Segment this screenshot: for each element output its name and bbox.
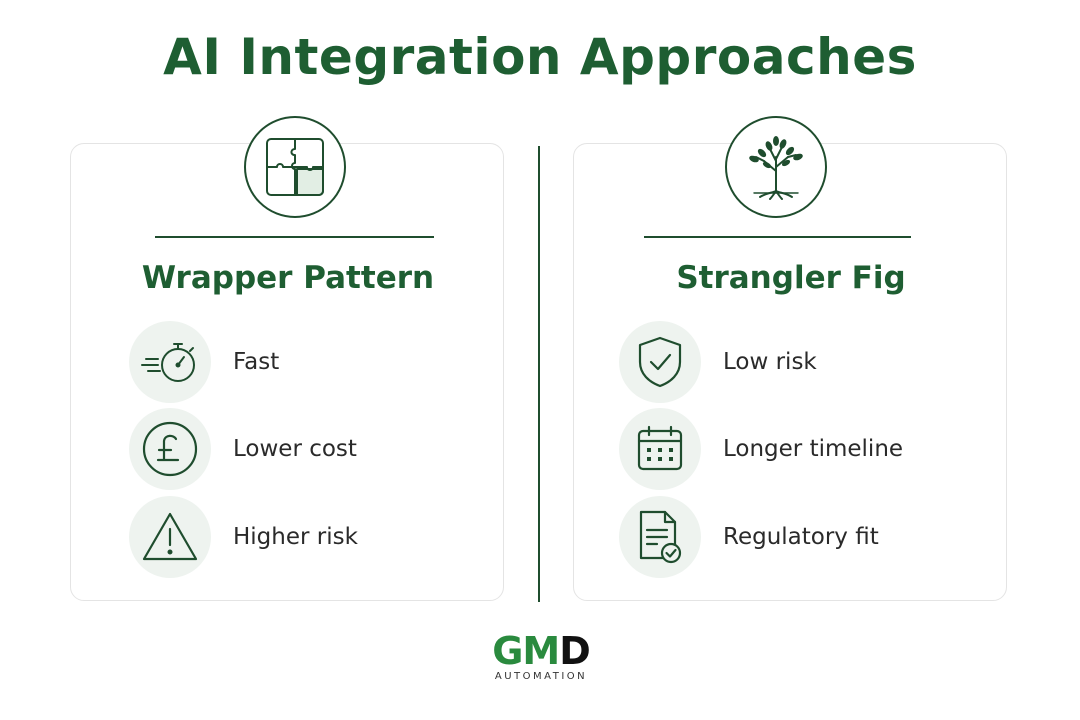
feature-item: Regulatory fit	[619, 496, 879, 578]
card-title: Strangler Fig	[676, 260, 906, 296]
feature-label: Lower cost	[233, 436, 357, 462]
divider-line	[155, 236, 434, 238]
center-divider	[538, 146, 540, 602]
feature-label: Higher risk	[233, 524, 358, 550]
stopwatch-icon	[129, 321, 211, 403]
feature-item: Longer timeline	[619, 408, 903, 490]
feature-item: Low risk	[619, 321, 817, 403]
page-title: AI Integration Approaches	[163, 28, 917, 86]
shield-check-icon	[619, 321, 701, 403]
tree-icon	[725, 116, 827, 218]
document-check-icon	[619, 496, 701, 578]
feature-label: Fast	[233, 349, 280, 375]
calendar-icon	[619, 408, 701, 490]
wrapper-pattern-card: Wrapper Pattern Fast	[70, 143, 504, 601]
pound-icon	[129, 408, 211, 490]
gmd-automation-logo: GMD AUTOMATION	[486, 632, 596, 682]
logo-tagline: AUTOMATION	[494, 671, 588, 682]
feature-label: Low risk	[723, 349, 817, 375]
warning-icon	[129, 496, 211, 578]
feature-item: Fast	[129, 321, 279, 403]
strangler-fig-card: Strangler Fig Low risk Lo	[573, 143, 1007, 601]
feature-item: Lower cost	[129, 408, 357, 490]
puzzle-icon	[244, 116, 346, 218]
feature-label: Longer timeline	[723, 436, 904, 462]
feature-item: Higher risk	[129, 496, 358, 578]
card-title: Wrapper Pattern	[141, 260, 435, 296]
divider-line	[644, 236, 911, 238]
feature-label: Regulatory fit	[723, 524, 879, 550]
